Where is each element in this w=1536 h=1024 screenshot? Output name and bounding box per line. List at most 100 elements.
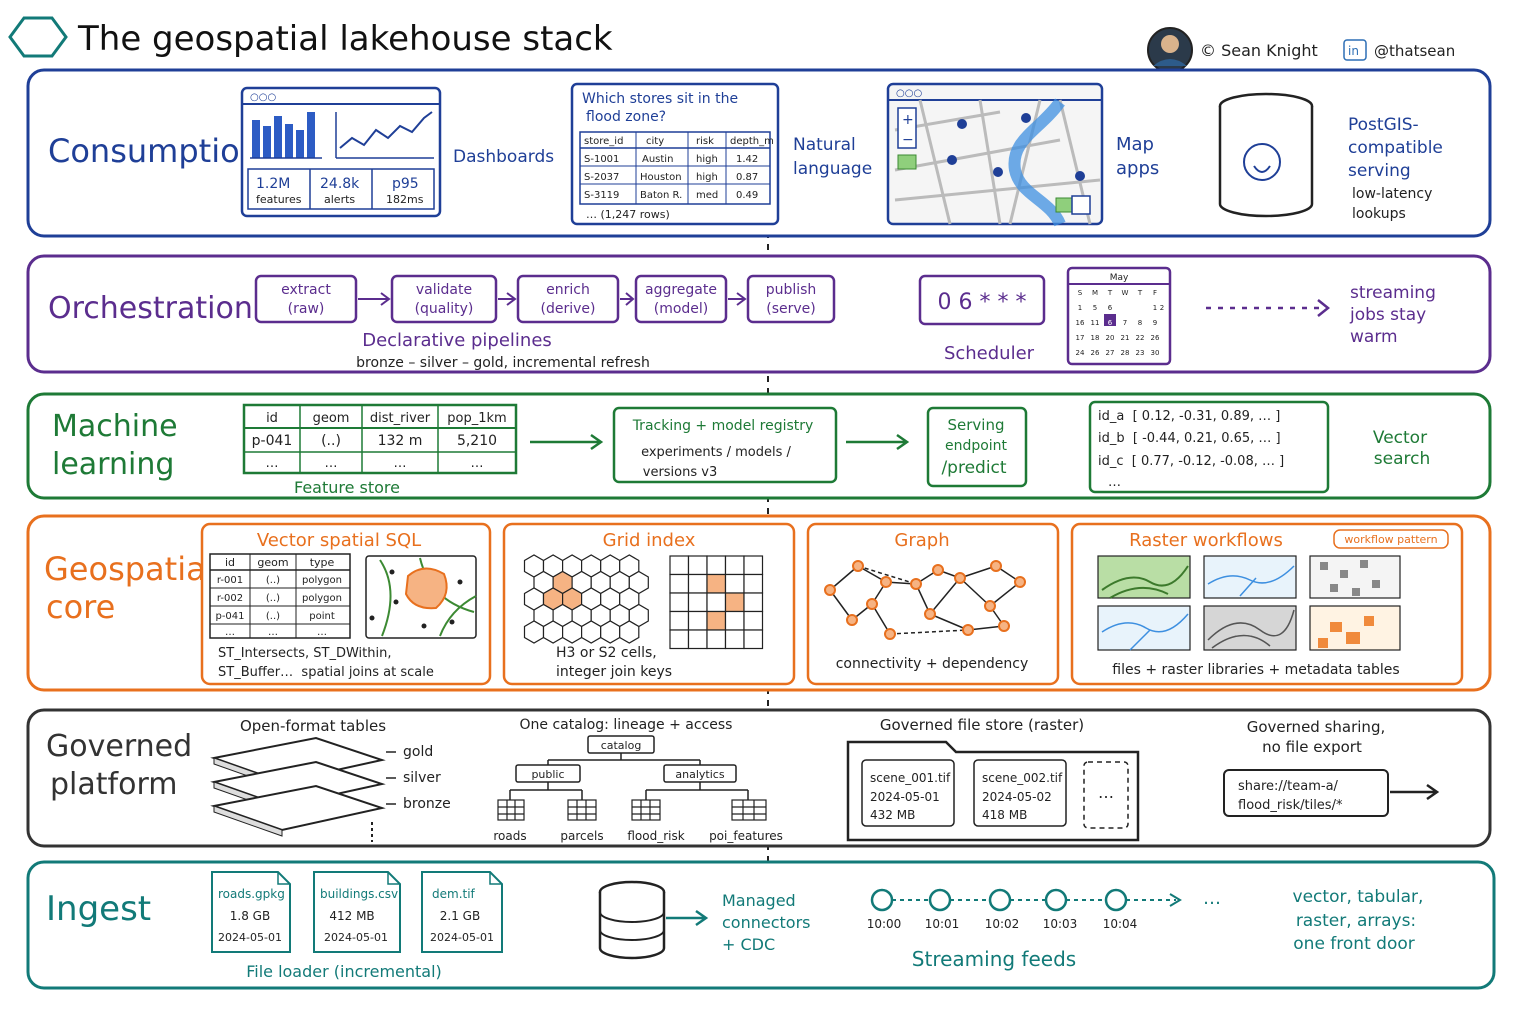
- vector-row: …: [1108, 475, 1121, 490]
- file-name: scene_001.tif: [870, 771, 951, 785]
- pipelines-sub: bronze – silver – gold, incremental refr…: [356, 355, 650, 371]
- feature-header: id: [266, 411, 278, 426]
- graph-node: [884, 628, 896, 640]
- zoom-in-button[interactable]: +: [902, 112, 914, 128]
- layer-title-governed: Governed: [46, 729, 192, 764]
- dashboard-bar: [263, 126, 271, 158]
- share-path[interactable]: flood_risk/tiles/*: [1238, 798, 1343, 813]
- grid-cell: [706, 573, 727, 594]
- share-box: [1223, 769, 1389, 817]
- natural-language-card: Which stores sit in the flood zone? stor…: [570, 82, 780, 226]
- file-size: 418 MB: [982, 808, 1027, 822]
- catalog-leaf: poi_features: [709, 829, 783, 843]
- calendar-weekday: S: [1078, 289, 1083, 297]
- ingest-file-name: roads.gpkg: [218, 887, 285, 901]
- calendar-day: 22: [1136, 334, 1145, 342]
- share-path[interactable]: share://team-a/: [1238, 779, 1339, 794]
- sql-cell: r-002: [217, 593, 243, 604]
- catalog-child: analytics: [675, 768, 724, 781]
- nl-footer: … (1,247 rows): [586, 208, 670, 221]
- calendar-day: 23: [1136, 349, 1145, 357]
- stream-time: 10:04: [1103, 917, 1138, 931]
- stacked-tables-icon: [210, 736, 396, 842]
- calendar-day: 17: [1076, 334, 1085, 342]
- kpi-value: 1.2M: [256, 176, 290, 192]
- layers-icon[interactable]: [1071, 195, 1091, 215]
- nl-question: flood zone?: [586, 109, 666, 125]
- arrow-right-icon: [666, 909, 709, 927]
- layer-title-ingest: Ingest: [46, 889, 151, 929]
- connectors-label: Managed: [722, 891, 796, 910]
- nl-cell: S-2037: [584, 172, 619, 183]
- nl-header: city: [646, 136, 664, 147]
- kpi-value: p95: [392, 176, 419, 192]
- graph-node: [984, 600, 996, 612]
- page-title: The geospatial lakehouse stack: [77, 19, 613, 59]
- calendar-day: 1: [1078, 304, 1082, 312]
- feature-store-table: id geom dist_river pop_1km p-041 (..) 13…: [242, 403, 518, 475]
- catalog-label: One catalog: lineage + access: [520, 717, 733, 733]
- pipeline-step-bottom: (quality): [415, 301, 474, 317]
- grid-cell: [669, 610, 690, 631]
- layer-title-geo: Geospatial: [44, 550, 215, 588]
- pipeline-step-top: extract: [281, 282, 331, 298]
- calendar-day: 18: [1091, 334, 1100, 342]
- sql-header: geom: [257, 556, 288, 569]
- feature-cell: 5,210: [457, 433, 497, 449]
- ingest-file-date: 2024-05-01: [324, 931, 388, 944]
- file-icon: [211, 871, 291, 953]
- spatial-join-map-icon: [365, 555, 477, 639]
- catalog-root: catalog: [601, 739, 642, 752]
- feature-header: geom: [313, 411, 350, 426]
- graph-node: [852, 560, 864, 572]
- zoom-out-button[interactable]: −: [902, 132, 914, 148]
- map-pin-icon: [947, 113, 1085, 181]
- feature-cell: 132 m: [378, 433, 423, 449]
- nl-cell: S-3119: [584, 190, 619, 201]
- author-handle[interactable]: @thatsean: [1374, 42, 1455, 60]
- sql-cell: …: [268, 627, 278, 638]
- sql-cell: polygon: [302, 575, 342, 586]
- graph-node: [866, 598, 878, 610]
- pipeline-step: [634, 274, 728, 324]
- sql-cell: (..): [266, 611, 280, 622]
- catalog-child: public: [531, 768, 564, 781]
- graph-node: [924, 608, 936, 620]
- serving-label: endpoint: [945, 438, 1008, 454]
- graph-title: Graph: [894, 530, 949, 551]
- map-streets: [894, 99, 1101, 225]
- calendar-day: 5: [1093, 304, 1097, 312]
- ingest-file-date: 2024-05-01: [218, 931, 282, 944]
- pipeline-step: [390, 274, 498, 324]
- open-format-label: Open-format tables: [240, 717, 386, 735]
- serving-label: Serving: [948, 416, 1005, 434]
- grid-cell: [724, 573, 745, 594]
- author-block: © Sean Knight in @thatsean: [1147, 27, 1455, 73]
- hex-cell: [561, 620, 583, 644]
- tracking-title: Tracking + model registry: [632, 418, 814, 434]
- feature-cell: p-041: [252, 433, 293, 449]
- stream-time: 10:03: [1043, 917, 1078, 931]
- more-files-text: …: [1098, 783, 1114, 802]
- calendar-day: 16: [1076, 319, 1085, 327]
- ingest-file-size: 412 MB: [329, 909, 374, 923]
- tracking-sub: experiments / models /: [641, 445, 791, 460]
- stream-event: [870, 888, 894, 912]
- zoom-control[interactable]: [897, 107, 917, 149]
- sql-caption: ST_Buffer… spatial joins at scale: [218, 665, 434, 680]
- grid-cell: [743, 592, 764, 613]
- calendar-day: 6: [1108, 319, 1113, 327]
- nl-cell: 0.87: [736, 172, 758, 183]
- calendar-day: 8: [1138, 319, 1142, 327]
- grid-caption: H3 or S2 cells,: [556, 645, 657, 661]
- map-apps-label: apps: [1116, 158, 1159, 179]
- feature-header: dist_river: [370, 411, 431, 426]
- sql-cell: (..): [266, 575, 280, 586]
- graph-node: [990, 560, 1002, 572]
- linkedin-icon[interactable]: [1343, 39, 1367, 61]
- sql-cell: polygon: [302, 593, 342, 604]
- streaming-feeds-label: Streaming feeds: [912, 947, 1076, 971]
- graph-edge: [989, 581, 1021, 607]
- catalog-leaf: parcels: [560, 829, 603, 843]
- calendar-weekday: T: [1107, 289, 1113, 297]
